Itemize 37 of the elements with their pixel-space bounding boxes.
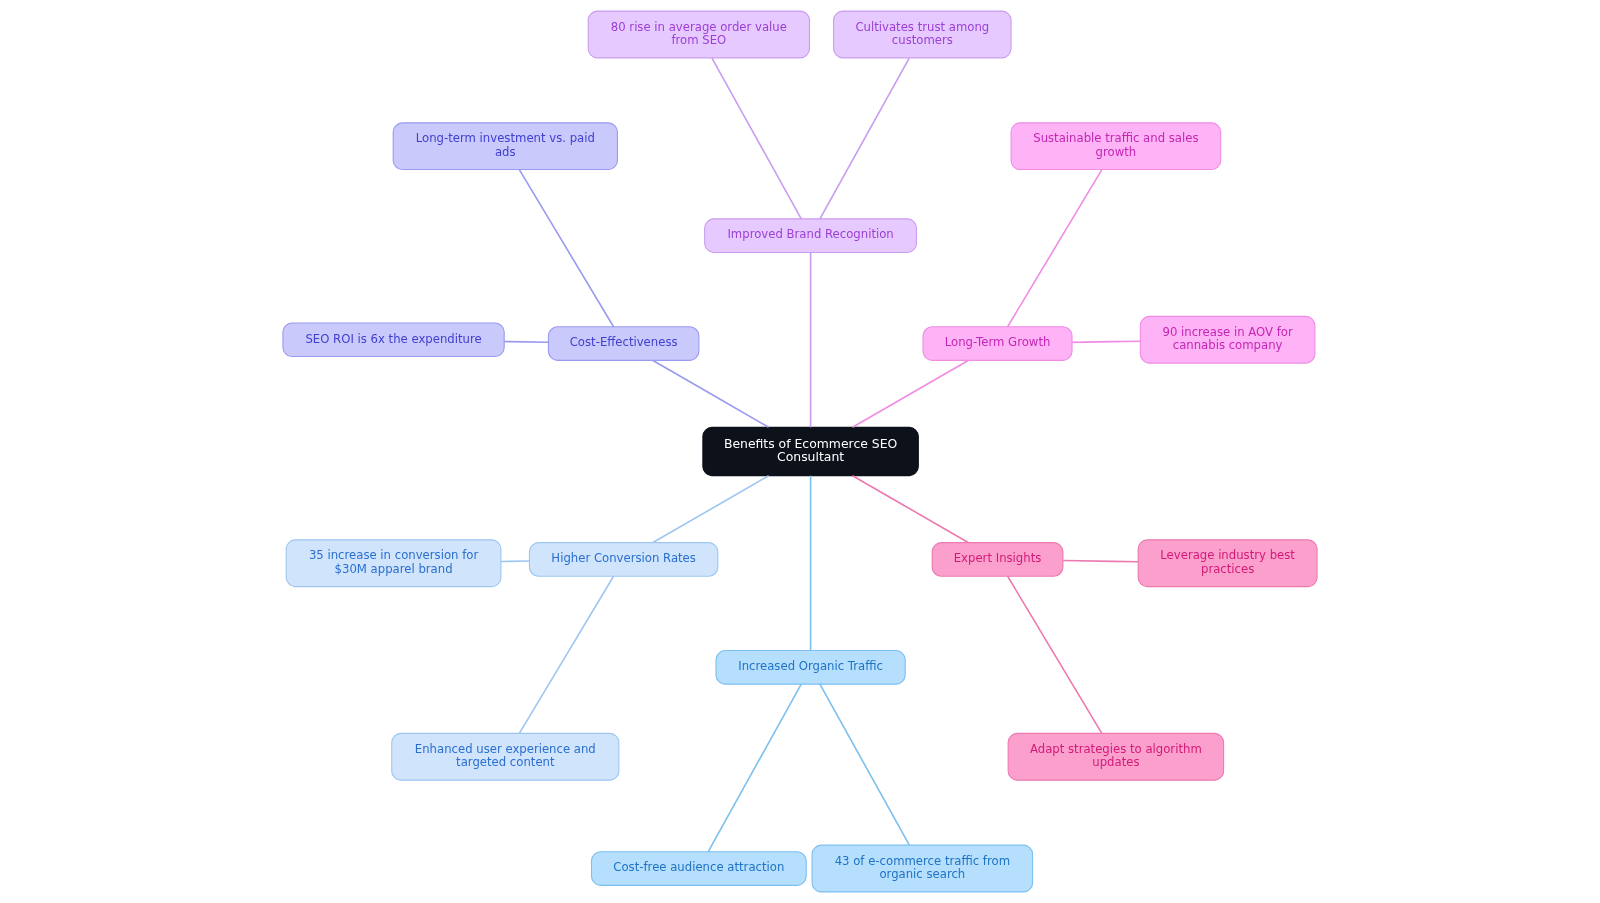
node-box: Cultivates trust among customers: [833, 10, 1012, 59]
node-box: Leverage industry best practices: [1137, 539, 1318, 588]
connector: [503, 340, 550, 344]
node-box: 80 rise in average order value from SEO: [587, 10, 811, 59]
connector: [707, 683, 803, 853]
node-box: SEO ROI is 6x the expenditure: [282, 322, 505, 358]
connector: [500, 560, 531, 563]
connector: [1062, 559, 1139, 563]
connector: [652, 474, 770, 544]
node-box: Benefits of Ecommerce SEO Consultant: [702, 426, 919, 477]
node-box: Higher Conversion Rates: [528, 542, 719, 577]
node-box: Long-term investment vs. paid ads: [392, 122, 618, 171]
node-box: Adapt strategies to algorithm updates: [1007, 732, 1225, 781]
node-box: Increased Organic Traffic: [715, 650, 906, 685]
node-box: Improved Brand Recognition: [704, 218, 918, 253]
node-box: Cost-free audience attraction: [590, 851, 807, 886]
node-box: 43 of e-commerce traffic from organic search: [811, 844, 1034, 893]
connector: [851, 474, 970, 544]
connector: [809, 251, 812, 429]
node-box: Sustainable traffic and sales growth: [1010, 122, 1222, 171]
connector: [652, 359, 770, 429]
node-box: Cost-Effectiveness: [547, 326, 700, 361]
connector: [518, 168, 615, 328]
node-box: Long-Term Growth: [922, 326, 1073, 361]
connector: [1071, 340, 1142, 344]
connector: [1006, 168, 1103, 328]
connector: [518, 575, 615, 735]
connector: [851, 359, 970, 429]
node-box: 90 increase in AOV for cannabis company: [1139, 315, 1316, 364]
connector: [711, 57, 803, 220]
node-box: Enhanced user experience and targeted content: [391, 732, 620, 781]
connector: [809, 474, 812, 652]
node-box: Expert Insights: [931, 542, 1064, 577]
connector: [819, 57, 911, 220]
node-box: 35 increase in conversion for $30M apparel brand: [285, 539, 502, 588]
connector: [819, 683, 911, 846]
connector: [1006, 575, 1103, 735]
